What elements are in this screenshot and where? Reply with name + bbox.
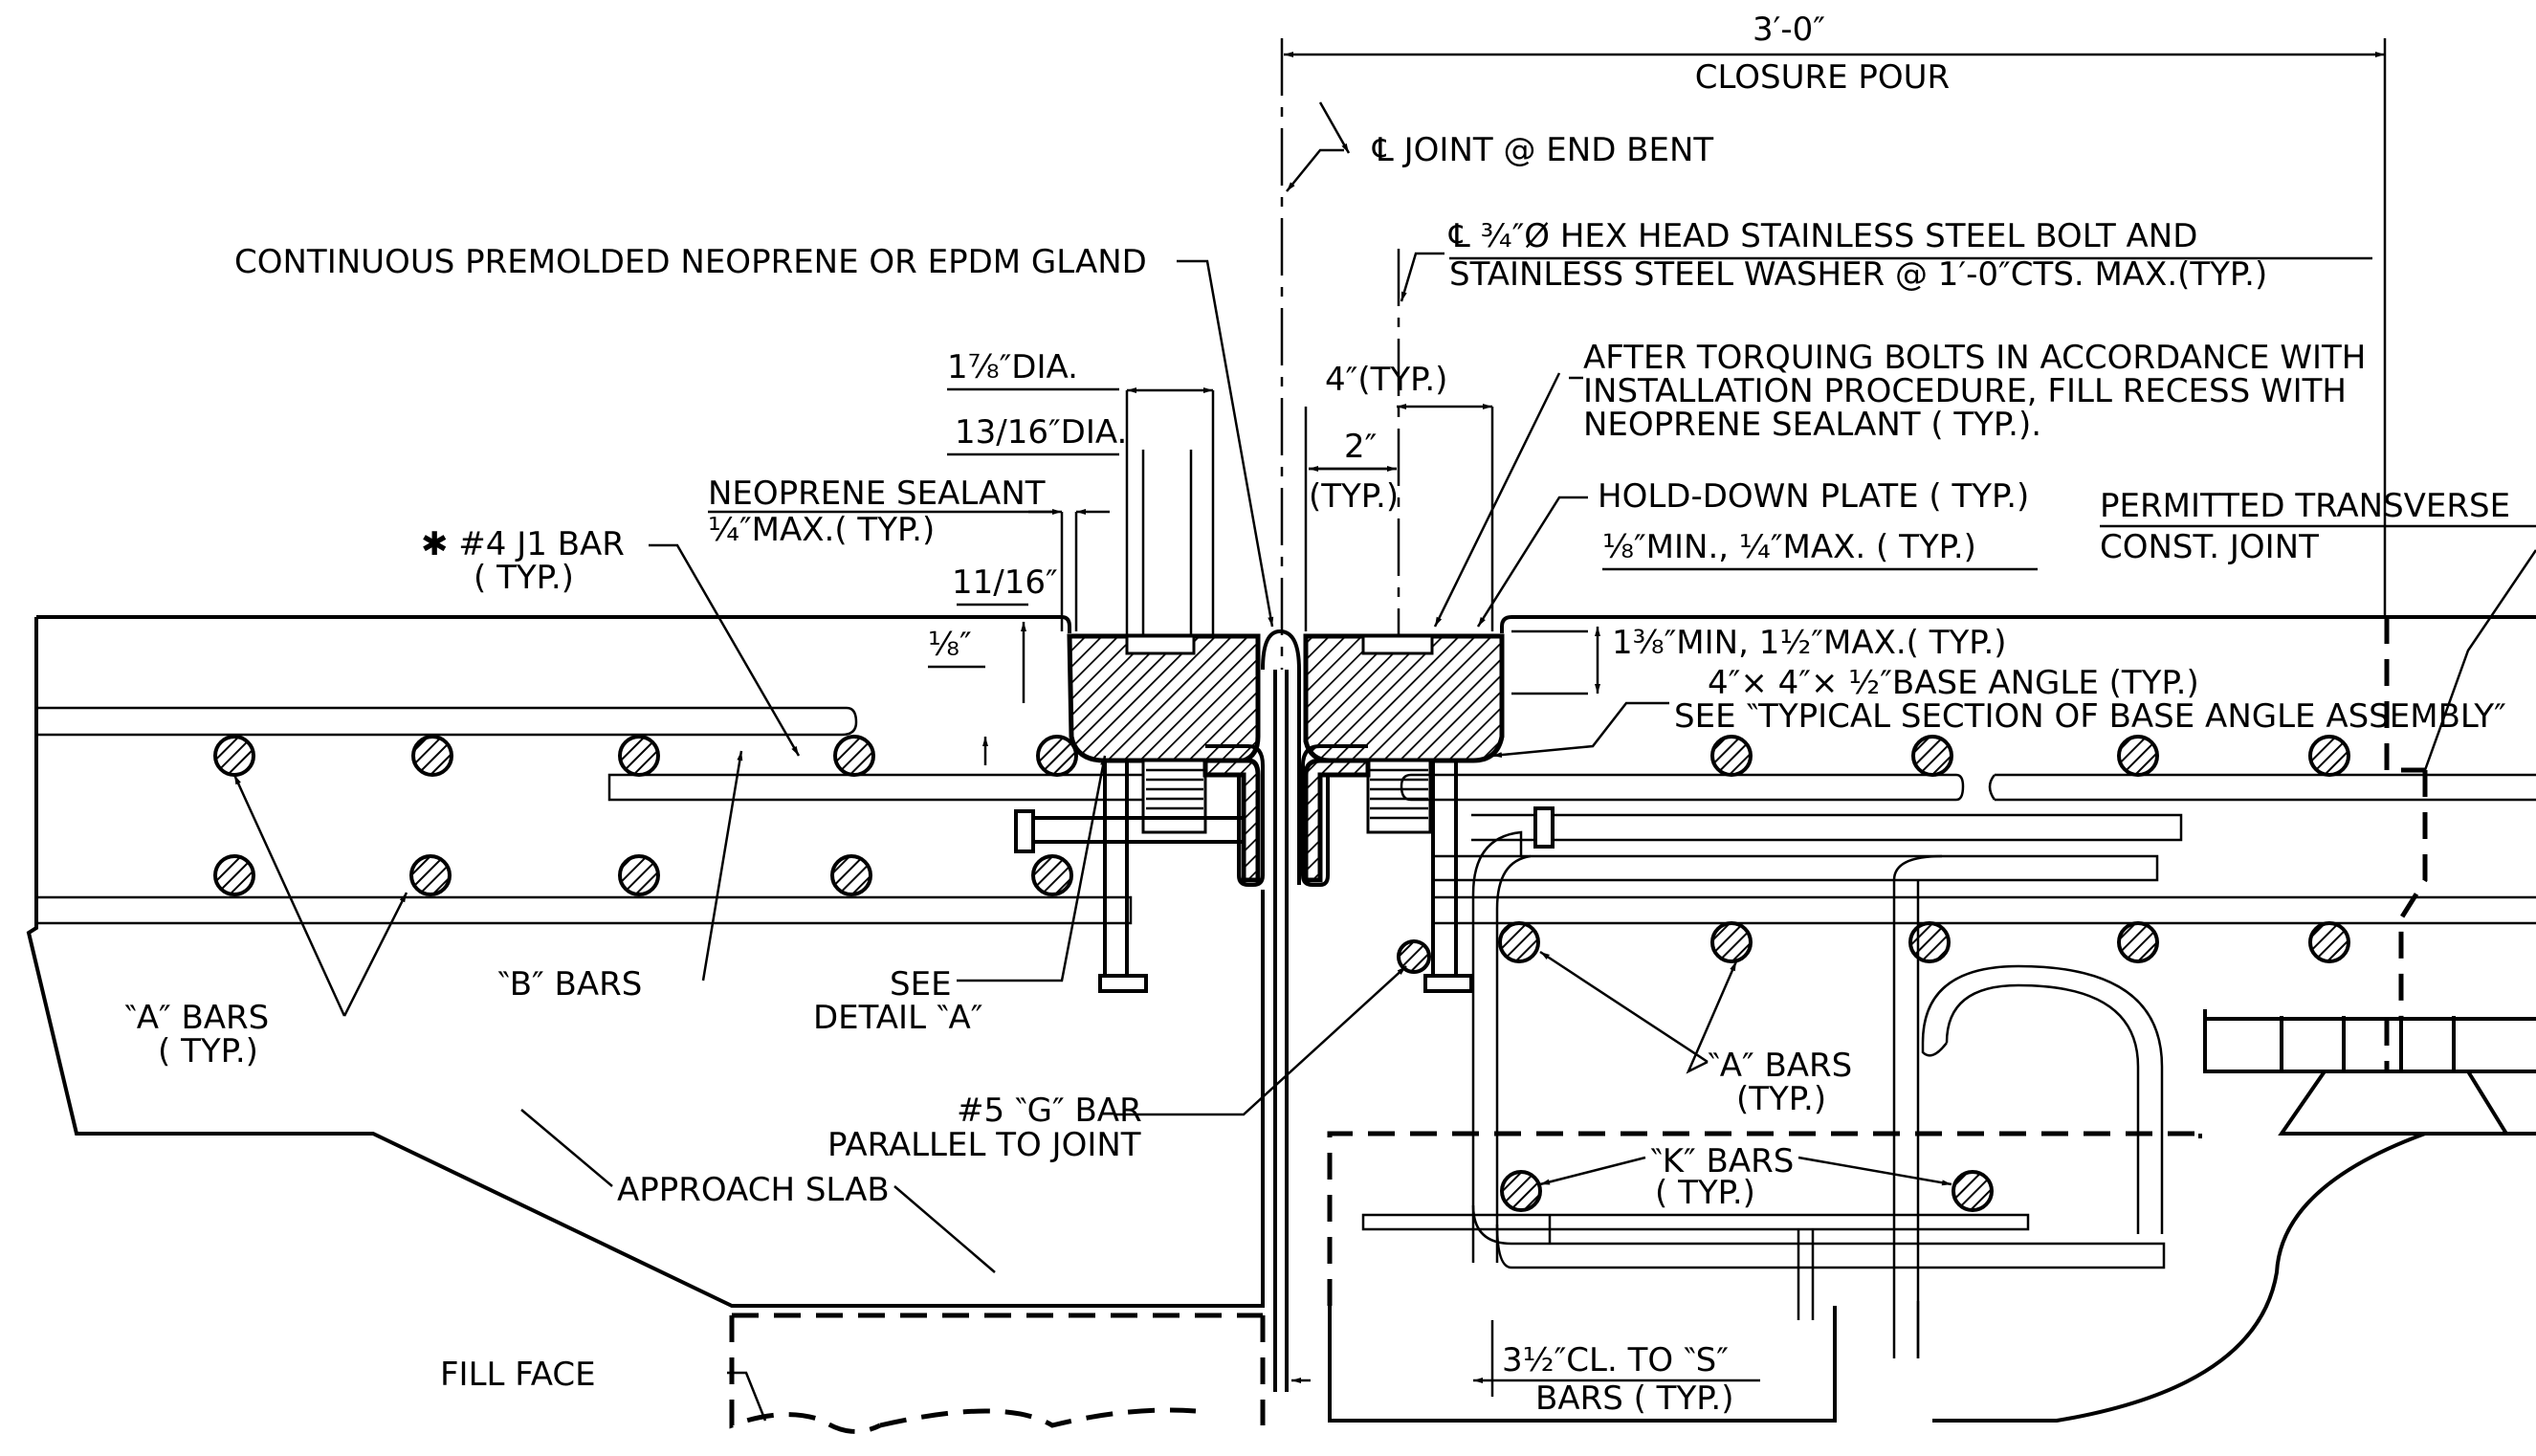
typ-2a: 2″	[1344, 428, 1377, 466]
g-bar	[1397, 939, 1431, 974]
leaders	[232, 101, 2536, 1422]
top-bar-right	[1400, 773, 1965, 802]
joint-gland	[1261, 629, 1301, 885]
typ-2b: (TYP.)	[1309, 477, 1399, 516]
fill-face-label: FILL FACE	[440, 1356, 596, 1394]
after-label-3: NEOPRENE SEALANT ( TYP.).	[1583, 406, 2041, 444]
a-bars-left-1: ‶A″ BARS	[124, 999, 269, 1037]
j1-bar-label-1: ✱ #4 J1 BAR	[421, 525, 625, 563]
k-bars-label-2: ( TYP.)	[1655, 1174, 1755, 1212]
bolt-label-1: ℄ ¾″Ø HEX HEAD STAINLESS STEEL BOLT AND	[1448, 217, 2197, 255]
b-bars-label: ‶B″ BARS	[497, 965, 642, 1004]
base-angle-2: SEE ‶TYPICAL SECTION OF BASE ANGLE ASSEM…	[1674, 697, 2506, 736]
see-label-1: SEE	[890, 965, 952, 1004]
permitted-label-1: PERMITTED TRANSVERSE	[2100, 487, 2510, 525]
cl-joint-label: ℄ JOINT @ END BENT	[1372, 131, 1713, 169]
base-angle-1: 4″× 4″× ½″BASE ANGLE (TYP.)	[1708, 664, 2199, 702]
rebar-row-bottom-left	[213, 854, 1073, 896]
a-bars-right-1: ‶A″ BARS	[1708, 1047, 1852, 1085]
a-bars-left-2: ( TYP.)	[158, 1032, 258, 1070]
k-bars	[1500, 1170, 1994, 1212]
bolt-label-2: STAINLESS STEEL WASHER @ 1′-0″CTS. MAX.(…	[1449, 255, 2267, 294]
cl-s-label-1: 3½″CL. TO ‶S″	[1502, 1341, 1729, 1379]
dimensions	[982, 38, 2387, 1397]
rebar-row-top-left	[213, 735, 1078, 777]
dim-3ft: 3′-0″	[1753, 11, 1825, 49]
closure-pour-outline	[1327, 1131, 2200, 1306]
g-bar-label-2: PARALLEL TO JOINT	[827, 1126, 1141, 1164]
dim-1116: 11/16″	[952, 563, 1058, 602]
dia-178: 1⅞″DIA.	[947, 348, 1078, 386]
g-bar-label-1: #5 ‶G″ BAR	[957, 1092, 1142, 1130]
dia-1316: 13/16″DIA.	[955, 413, 1127, 452]
typ-4: 4″(TYP.)	[1325, 361, 1447, 399]
s-bars	[1361, 830, 2166, 1358]
see-label-2: DETAIL ‶A″	[813, 999, 983, 1037]
j1-bar-label-2: ( TYP.)	[474, 559, 574, 597]
neoprene-label-2: ¼″MAX.( TYP.)	[708, 511, 935, 549]
a-bars-right-2: (TYP.)	[1736, 1080, 1826, 1118]
j1-bar	[607, 773, 1164, 802]
gland-label: CONTINUOUS PREMOLDED NEOPRENE OR EPDM GL…	[234, 243, 1147, 281]
neoprene-label-1: NEOPRENE SEALANT	[708, 474, 1046, 513]
label-underlines	[708, 256, 2536, 1382]
rebar-row-a-bars-right	[1498, 921, 2350, 963]
min-max-2: 1⅜″MIN, 1½″MAX.( TYP.)	[1612, 624, 2007, 662]
rebar-row-top-right	[1710, 735, 2350, 777]
dim-18: ⅛″	[928, 626, 972, 664]
b-bar-left	[36, 895, 1133, 925]
approach-slab-label: APPROACH SLAB	[617, 1171, 890, 1209]
after-label-2: INSTALLATION PROCEDURE, FILL RECESS WITH	[1583, 372, 2347, 410]
hold-down-label: HOLD-DOWN PLATE ( TYP.)	[1598, 477, 2029, 516]
closure-pour-label: CLOSURE POUR	[1695, 58, 1950, 97]
min-max-1: ⅛″MIN., ¼″MAX. ( TYP.)	[1602, 528, 1976, 566]
left-joint-assembly	[1014, 633, 1265, 993]
after-label-1: AFTER TORQUING BOLTS IN ACCORDANCE WITH	[1583, 339, 2366, 377]
permitted-label-2: CONST. JOINT	[2100, 528, 2319, 566]
cl-s-label-2: BARS ( TYP.)	[1535, 1379, 1734, 1418]
end-bent	[1328, 615, 2536, 1423]
b-bar-right	[1471, 813, 2183, 842]
top-bar-left	[36, 706, 858, 737]
k-bars-label-1: ‶K″ BARS	[1650, 1142, 1794, 1180]
